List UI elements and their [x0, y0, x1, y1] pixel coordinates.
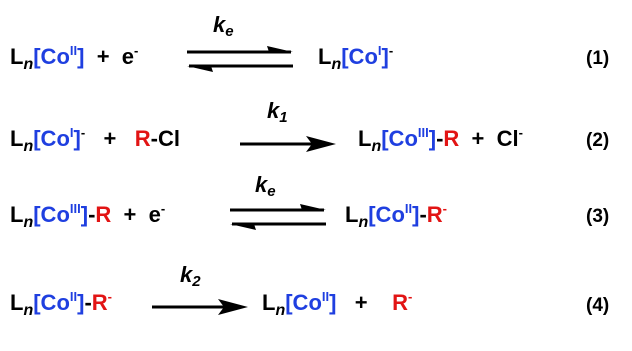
equation-number-2: (2) [586, 130, 610, 151]
product-co-iii-alkyl: Ln[CoIII]-R + Cl- [358, 125, 523, 155]
rate-constant-k2: k2 [180, 262, 201, 290]
forward-arrow [240, 136, 336, 152]
equation-1: Ln[CoII] + e- ke Ln[CoI]- (1) [0, 14, 632, 92]
equation-4: Ln[CoII]-R- k2 Ln[CoII] + R- (4) [0, 264, 632, 334]
equation-3: Ln[CoIII]-R + e- ke Ln[CoII]-R- (3) [0, 174, 632, 250]
product-co-ii-alkyl-anion: Ln[CoII]-R- [345, 201, 448, 231]
equation-number-1: (1) [586, 48, 610, 69]
equation-2: Ln[CoI]- + R-Cl k1 Ln[CoIII]-R + Cl- (2) [0, 100, 632, 174]
rate-constant-k1: k1 [267, 98, 288, 126]
reactant-co-ii-alkyl-anion: Ln[CoII]-R- [10, 289, 113, 319]
equation-number-3: (3) [586, 206, 610, 227]
product-co-ii-and-radical-anion: Ln[CoII] + R- [262, 289, 413, 319]
equilibrium-arrow [230, 204, 326, 230]
reactant-co-iii-alkyl: Ln[CoIII]-R + e- [10, 201, 166, 231]
reactant-co-ii: Ln[CoII] + e- [10, 43, 139, 73]
equation-number-4: (4) [586, 295, 610, 316]
rate-constant-ke: ke [255, 172, 276, 200]
equilibrium-arrow [187, 46, 293, 72]
forward-arrow [152, 299, 248, 315]
reactant-co-i: Ln[CoI]- + R-Cl [10, 125, 180, 155]
rate-constant-ke: ke [213, 12, 234, 40]
product-co-i: Ln[CoI]- [318, 43, 394, 73]
